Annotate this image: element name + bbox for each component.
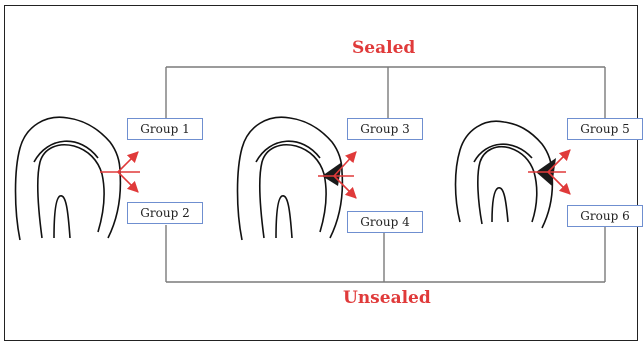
group-1-box: Group 1	[127, 118, 203, 140]
group-6-box: Group 6	[567, 205, 643, 227]
sealed-label: Sealed	[352, 40, 415, 57]
group-5-box: Group 5	[567, 118, 643, 140]
unsealed-connector	[166, 225, 605, 282]
group-4-box: Group 4	[347, 211, 423, 233]
group-3-box: Group 3	[347, 118, 423, 140]
sealed-connector	[166, 67, 605, 119]
group-2-box: Group 2	[127, 202, 203, 224]
unsealed-label: Unsealed	[343, 290, 431, 307]
tooth-3	[456, 121, 553, 228]
tooth-1	[16, 117, 121, 240]
